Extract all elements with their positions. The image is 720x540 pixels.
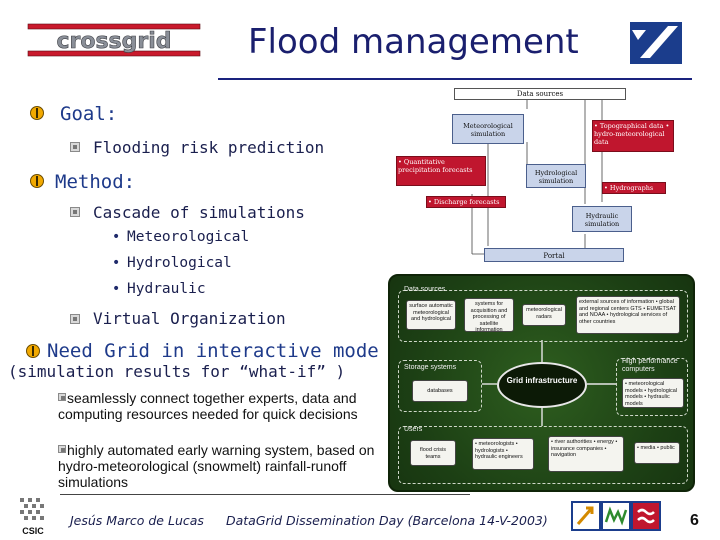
footer-divider	[60, 494, 470, 495]
grid-point-1: seamlessly connect together experts, dat…	[58, 390, 358, 422]
footer-author: Jesús Marco de Lucas	[70, 513, 204, 528]
point-bullet-icon	[58, 393, 66, 401]
csic-logo-text: CSIC	[22, 526, 44, 536]
hydrographs-box: • Hydrographs	[602, 182, 666, 194]
hydraulic-simulation-box: Hydraulic simulation	[572, 206, 632, 232]
hpc-label: High performance computers	[622, 358, 678, 373]
method-item-bullet-icon	[70, 207, 80, 217]
surface-stations-box: surface automatic meteorological and hyd…	[406, 300, 456, 330]
goal-bullet-icon	[30, 106, 44, 120]
hydrological-simulation-box: Hydrological simulation	[526, 164, 586, 188]
topographical-data-box: • Topographical data • hydro-meteorologi…	[592, 120, 674, 152]
subitem-bullet-icon: •	[112, 255, 121, 271]
method-item: Cascade of simulations	[93, 203, 305, 222]
discharge-forecasts-box: • Discharge forecasts	[426, 196, 506, 208]
satellite-systems-box: systems for acquisition and processing o…	[464, 298, 514, 333]
point-bullet-icon	[58, 445, 66, 453]
vo-item: Virtual Organization	[93, 309, 286, 328]
grid-infrastructure-hub: Grid infrastructure	[497, 362, 587, 408]
experts-box: • meteorologists • hydrologists • hydrau…	[472, 438, 534, 470]
subitem-hydraulic: Hydraulic	[127, 281, 206, 297]
grid-heading: Need Grid in interactive mode	[47, 340, 379, 362]
media-box: • media • public	[634, 442, 680, 464]
crossgrid-logo: crossgrid	[27, 23, 201, 57]
vo-item-bullet-icon	[70, 314, 80, 324]
datagrid-logo	[571, 501, 661, 531]
external-sources-box: external sources of information • global…	[576, 296, 680, 334]
radars-box: meteorological radars	[522, 304, 566, 326]
hpc-frame	[616, 358, 688, 416]
grid-subheading: (simulation results for “what-if” )	[8, 362, 346, 381]
storage-label: Storage systems	[404, 364, 457, 371]
subitem-hydrological: Hydrological	[127, 255, 232, 271]
grid-point-2: highly automated early warning system, b…	[58, 442, 375, 490]
users-frame	[398, 426, 688, 484]
subitem-bullet-icon: •	[112, 229, 121, 245]
users-label: Users	[404, 426, 423, 433]
authorities-box: • river authorities • energy • insurance…	[548, 436, 624, 472]
page-title: Flood management	[248, 22, 579, 62]
models-box: • meteorological models • hydrological m…	[622, 378, 684, 408]
subitem-bullet-icon: •	[112, 281, 121, 297]
data-sources-box: Data sources	[454, 88, 626, 100]
grid-bullet-icon	[26, 344, 40, 358]
databases-box: databases	[412, 380, 468, 402]
method-bullet-icon	[30, 174, 44, 188]
grid-arrows	[482, 340, 616, 426]
crossgrid-logo-text: crossgrid	[56, 29, 171, 54]
footer-event: DataGrid Dissemination Day (Barcelona 14…	[226, 513, 548, 528]
goal-item-bullet-icon	[70, 142, 80, 152]
institution-logo	[630, 22, 682, 64]
csic-logo: CSIC	[20, 498, 44, 536]
subitem-meteorological: Meteorological	[127, 229, 250, 245]
method-heading: Method:	[55, 171, 136, 193]
flood-crisis-box: flood crisis teams	[410, 440, 456, 466]
precipitation-forecasts-box: • Quantitative precipitation forecasts	[396, 156, 486, 186]
goal-item: Flooding risk prediction	[93, 138, 325, 157]
portal-box: Portal	[484, 248, 624, 262]
goal-heading: Goal:	[60, 103, 118, 125]
meteorological-simulation-box: Meteorological simulation	[452, 114, 524, 144]
simulation-cascade-diagram: Data sources Meteorological simulation •…	[392, 86, 692, 272]
header-divider	[218, 78, 692, 80]
page-number: 6	[690, 512, 699, 529]
data-sources-frame	[398, 290, 688, 342]
data-sources-label: Data sources	[404, 286, 446, 293]
storage-frame	[398, 360, 482, 412]
grid-infrastructure-diagram: Data sources surface automatic meteorolo…	[388, 274, 695, 492]
